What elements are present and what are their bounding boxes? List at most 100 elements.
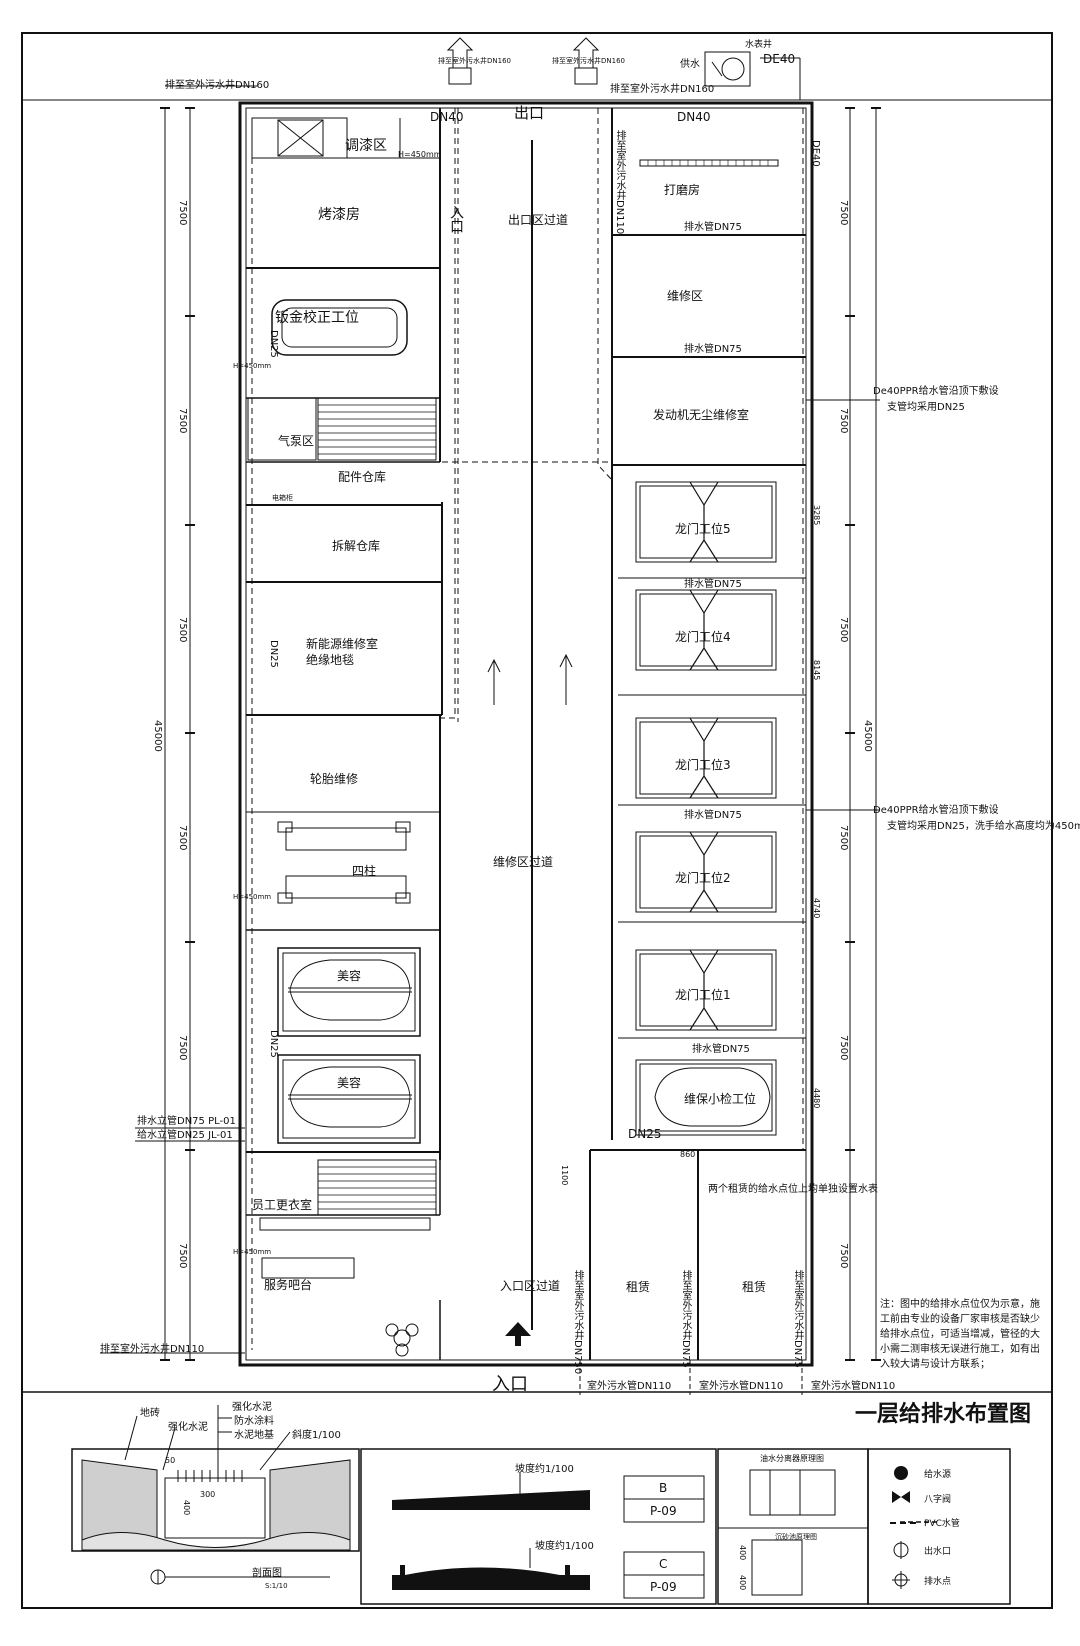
room-rental-1: 租赁 — [626, 1280, 651, 1294]
room-disassembly: 拆解仓库 — [332, 539, 381, 553]
vert-dn75-b-label: 排至室外污水井DN75 — [792, 1270, 803, 1368]
outfall-label-right: 排至室外污水井DN160 — [610, 84, 715, 95]
supply-note-1b: 支管均采用DN25 — [887, 402, 965, 413]
room-paint-mix: 调漆区 — [345, 138, 387, 154]
vert-dn75-a-label: 排至室外污水井DN75 — [680, 1270, 691, 1368]
dim-left-4: 7500 — [177, 825, 188, 851]
dim-right-inner-3: 4740 — [812, 898, 821, 919]
drain-point-icon — [892, 1571, 910, 1589]
room-air-pump: 气泵区 — [278, 434, 315, 448]
room-engine: 发动机无尘维修室 — [653, 408, 750, 422]
outdoor-dn110-2: 室外污水管DN110 — [699, 1381, 784, 1392]
room-repair-area: 维修区 — [667, 289, 704, 303]
dn25-label-2: DN25 — [268, 640, 279, 668]
dim-right-1: 7500 — [838, 200, 849, 226]
h450-label-3: H=450mm — [233, 1248, 272, 1256]
elec-box-label: 电箱柜 — [272, 494, 293, 502]
outfall-label-mid2: 排至室外污水井DN160 — [552, 57, 625, 65]
slope-top-label: 坡度约1/100 — [515, 1464, 574, 1475]
exit-label: 出口 — [514, 104, 545, 122]
section-floor-tile: 地砖 — [140, 1408, 160, 1419]
dim-right-inner-2: 8145 — [812, 660, 821, 681]
slope-bottom-label: 坡度约1/100 — [535, 1541, 594, 1552]
room-ev-mat: 绝缘地毯 — [306, 653, 355, 667]
room-grinding: 打磨房 — [664, 183, 701, 197]
room-sheet-metal: 钣金校正工位 — [275, 310, 359, 326]
outfall-dn110-top: 排至室外污水井DN110 — [614, 130, 625, 235]
dim-left-total: 45000 — [152, 720, 163, 752]
side-entry-label: 入口 — [448, 205, 464, 233]
section-reinforced-mortar: 强化水泥 — [168, 1422, 208, 1433]
outdoor-dn110-1: 室外污水管DN110 — [587, 1381, 672, 1392]
section-slope: 斜度1/100 — [292, 1430, 341, 1441]
dn25-label-bottom: DN25 — [628, 1127, 662, 1141]
room-beauty-1: 美容 — [337, 969, 362, 983]
pvc-pipe-icon — [890, 1522, 916, 1524]
room-bake: 烤漆房 — [318, 207, 360, 223]
separator-dim-b: 400 — [738, 1575, 747, 1591]
dim-left-2: 7500 — [177, 408, 188, 434]
room-service-bar: 服务吧台 — [264, 1278, 313, 1292]
dim-right-inner-4: 4480 — [812, 1088, 821, 1109]
section-cement-base: 水泥地基 — [234, 1430, 274, 1441]
dim-right-6: 7500 — [838, 1243, 849, 1269]
ref-b-sheet: P-09 — [650, 1504, 677, 1518]
dn40-left-label: DN40 — [430, 110, 464, 124]
legend-label-gate-valve: 八字阀 — [924, 1495, 952, 1505]
rental-meter-note: 两个租赁的给水点位上均单独设置水表 — [708, 1184, 878, 1195]
section-strong-cement: 强化水泥 — [232, 1402, 272, 1413]
dim-left-1: 7500 — [177, 200, 188, 226]
entry-aisle-label: 入口区过道 — [500, 1279, 561, 1293]
gate-valve-icon — [892, 1491, 910, 1503]
room-ev-repair: 新能源维修室 — [306, 637, 379, 651]
section-waterproof: 防水涂料 — [234, 1416, 274, 1427]
drawing-title: 一层给排水布置图 — [855, 1402, 1032, 1427]
dim-right-total: 45000 — [862, 720, 873, 752]
design-note: 注：图中的给排水点位仅为示意，施工前由专业的设备厂家审核是否缺少给排水点位，可适… — [880, 1299, 1040, 1370]
drain-label-4: 排水管DN75 — [684, 810, 742, 821]
outfall-label-mid: 排至室外污水井DN160 — [438, 57, 511, 65]
legend-label-drain-point: 排水点 — [924, 1577, 952, 1587]
room-parts-store: 配件仓库 — [338, 470, 387, 484]
room-gantry-2: 龙门工位2 — [675, 871, 731, 885]
section-scale: S:1/10 — [265, 1582, 288, 1590]
entry-label: 入口 — [492, 1374, 528, 1395]
exit-aisle-label: 出口区过道 — [508, 213, 569, 227]
dim-right-2: 7500 — [838, 408, 849, 434]
ref-c-letter: C — [659, 1557, 668, 1571]
dim-right-inner-1: 3285 — [812, 505, 821, 526]
separator-sub: 沉砂池原理图 — [775, 1533, 817, 1541]
h450-label-1: H=450mm — [233, 362, 272, 370]
section-caption: 剖面图 — [252, 1568, 282, 1579]
riser-supply-label: 给水立管DN25 JL-01 — [137, 1130, 233, 1141]
room-paint-mix-height: H=450mm — [398, 150, 442, 159]
de40-label: DE40 — [763, 52, 796, 66]
section-dim-300: 300 — [200, 1490, 216, 1499]
room-beauty-2: 美容 — [337, 1076, 362, 1090]
drain-label-1: 排水管DN75 — [684, 222, 742, 233]
room-gantry-5: 龙门工位5 — [675, 522, 731, 536]
ref-c-sheet: P-09 — [650, 1580, 677, 1594]
supply-note-2a: De40PPR给水管沿顶下敷设 — [873, 805, 999, 816]
room-gantry-4: 龙门工位4 — [675, 630, 731, 644]
dn25-label-3: DN25 — [268, 1030, 279, 1058]
water-meter-label: 水表井 — [745, 40, 773, 50]
legend: 给水源 八字阀 PVC水管 出水口 排水点 — [868, 1449, 1010, 1604]
water-supply-label: 供水 — [680, 59, 700, 70]
legend-label-water-source: 给水源 — [924, 1470, 952, 1480]
h450-label-2: H=450mm — [233, 893, 272, 901]
dim-left-5: 7500 — [177, 1035, 188, 1061]
dn25-label-1: DN25 — [268, 330, 279, 358]
room-rental-2: 租赁 — [742, 1280, 767, 1294]
dim-left-6: 7500 — [177, 1243, 188, 1269]
legend-label-water-outlet: 出水口 — [924, 1547, 952, 1557]
dim-left-3: 7500 — [177, 617, 188, 643]
room-gantry-3: 龙门工位3 — [675, 758, 731, 772]
supply-note-1a: De40PPR给水管沿顶下敷设 — [873, 386, 999, 397]
room-locker: 员工更衣室 — [252, 1198, 313, 1212]
legend-label-pvc-pipe: PVC水管 — [924, 1519, 960, 1529]
separator-title: 油水分离器原理图 — [760, 1454, 824, 1463]
water-source-icon — [894, 1466, 908, 1480]
dim-1100: 1100 — [560, 1165, 569, 1186]
